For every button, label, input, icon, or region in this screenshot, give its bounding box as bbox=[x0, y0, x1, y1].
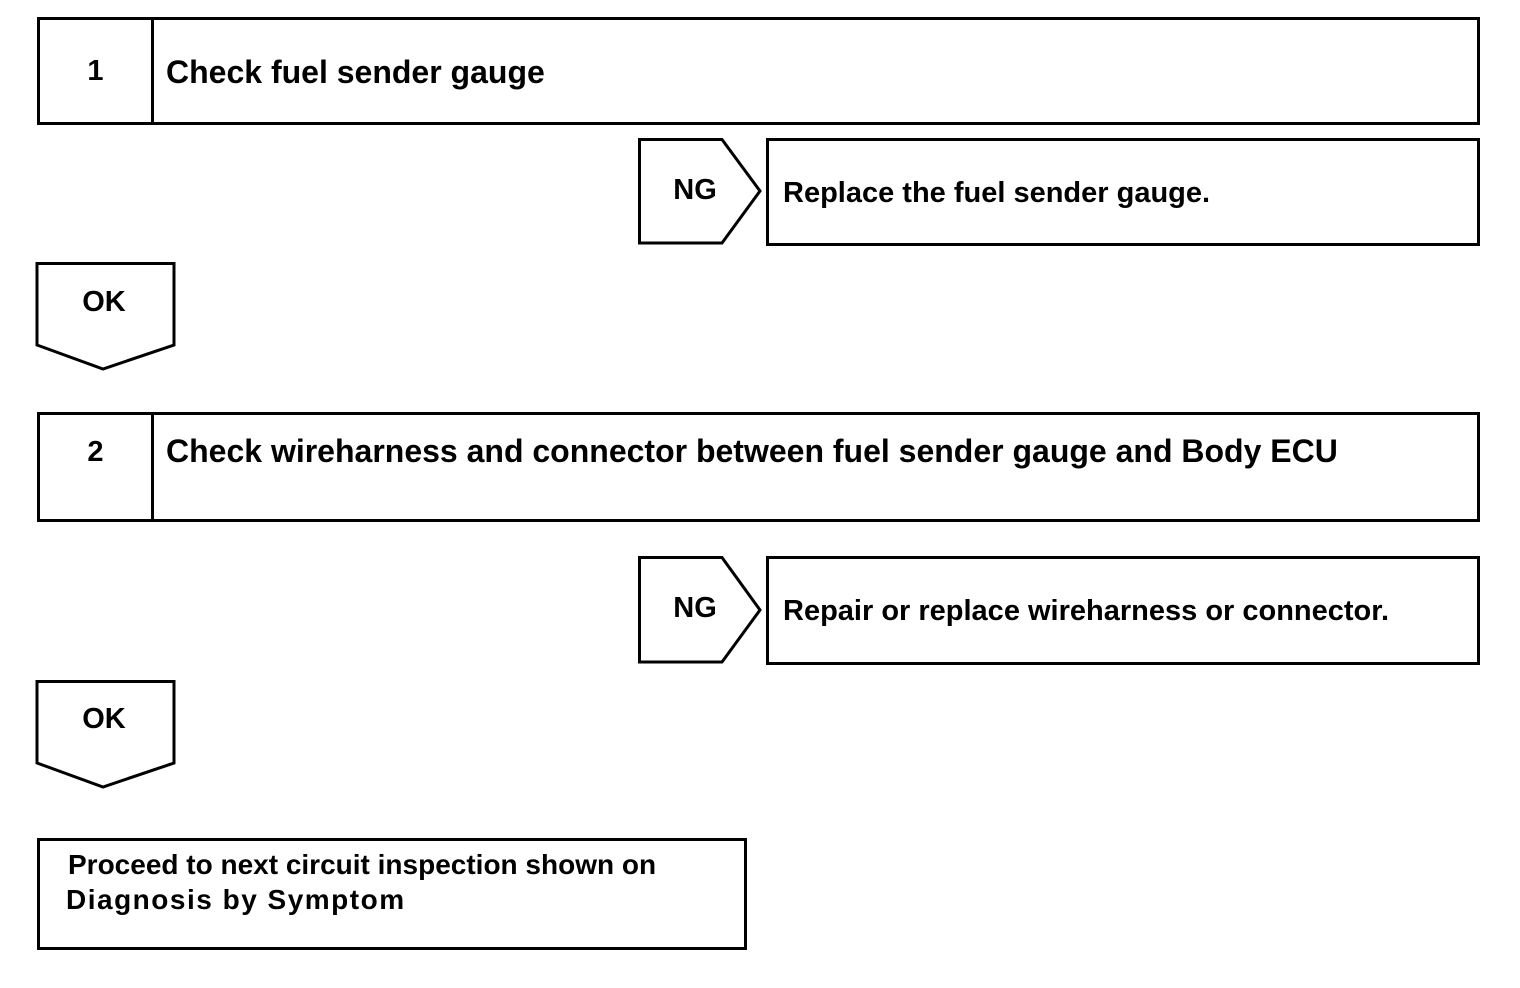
step-2-title: Check wireharness and connector between … bbox=[166, 433, 1338, 469]
step-2-ng-arrow bbox=[638, 556, 762, 664]
step-2-ok-arrow bbox=[35, 680, 176, 789]
final-box: Proceed to next circuit inspection shown… bbox=[37, 838, 747, 950]
step-1-ok-arrow bbox=[35, 262, 176, 371]
step-2-box: 2 Check wireharness and connector betwee… bbox=[37, 412, 1480, 522]
final-line-1: Proceed to next circuit inspection shown… bbox=[68, 849, 657, 880]
step-2-number: 2 bbox=[40, 415, 154, 519]
step-1-number: 1 bbox=[40, 20, 154, 122]
final-line-2: Diagnosis by Symptom bbox=[66, 884, 406, 915]
step-1-ng-action: Replace the fuel sender gauge. bbox=[783, 177, 1211, 209]
step-2-ng-action: Repair or replace wireharness or connect… bbox=[783, 595, 1390, 627]
step-1-title: Check fuel sender gauge bbox=[166, 54, 545, 90]
step-1-ng-label: NG bbox=[673, 174, 717, 206]
step-2-ok-label: OK bbox=[82, 703, 126, 735]
step-1-ng-arrow bbox=[638, 138, 762, 245]
step-1-box: 1 Check fuel sender gauge bbox=[37, 17, 1480, 125]
step-1-ng-result-box: Replace the fuel sender gauge. bbox=[766, 138, 1480, 246]
step-2-ng-label: NG bbox=[673, 592, 717, 624]
step-1-ok-label: OK bbox=[82, 286, 126, 318]
step-2-ng-result-box: Repair or replace wireharness or connect… bbox=[766, 556, 1480, 665]
